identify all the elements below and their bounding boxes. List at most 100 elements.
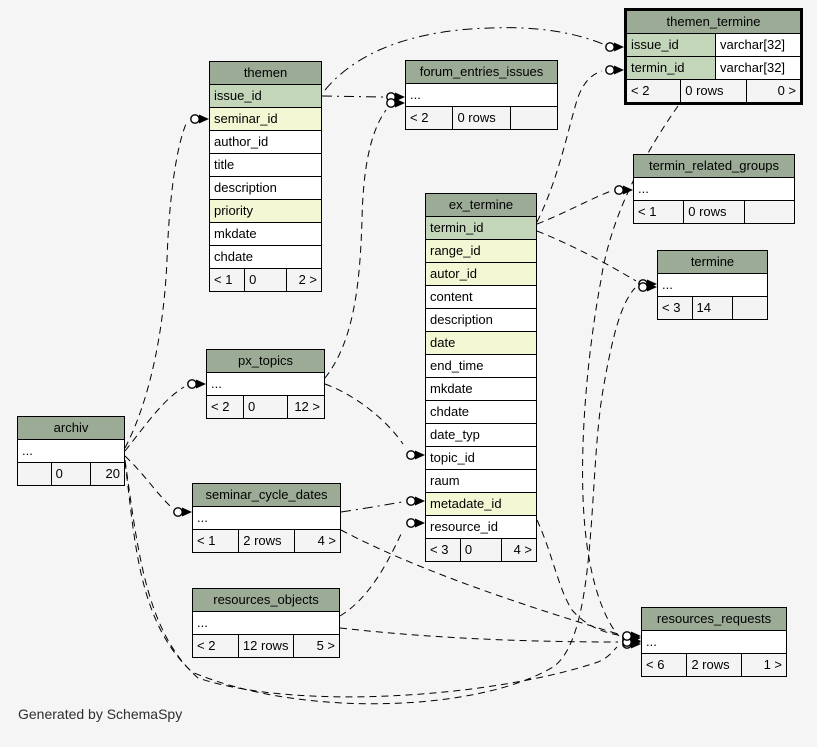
relationship-line <box>124 455 171 507</box>
cardinality-circle-icon <box>406 450 416 460</box>
row-count: 0 rows <box>684 201 745 223</box>
column-row[interactable]: ... <box>642 631 786 654</box>
relationship-line <box>321 95 385 98</box>
column-row[interactable]: ... <box>18 440 124 463</box>
column-name: seminar_id <box>214 111 278 126</box>
column-name: ... <box>410 87 421 102</box>
column-row[interactable]: seminar_id <box>210 108 321 131</box>
column-row[interactable]: ... <box>406 84 557 107</box>
table-name[interactable]: resources_objects <box>193 589 339 612</box>
column-row[interactable]: description <box>210 177 321 200</box>
table-name[interactable]: themen <box>210 62 321 85</box>
table-name[interactable]: resources_requests <box>642 608 786 631</box>
arrowhead-icon <box>614 42 624 52</box>
children-count <box>733 297 767 319</box>
column-row[interactable]: chdate <box>210 246 321 269</box>
column-row[interactable]: ... <box>658 274 767 297</box>
column-row[interactable]: ... <box>207 373 324 396</box>
column-row[interactable]: range_id <box>426 240 536 263</box>
column-name: termin_id <box>631 60 685 75</box>
table-name[interactable]: themen_termine <box>627 11 800 34</box>
row-count: 0 rows <box>244 396 288 418</box>
arrowhead-icon <box>614 65 624 75</box>
arrowhead-icon <box>196 379 206 389</box>
column-name: end_time <box>430 358 484 373</box>
parents-count: < 1 <box>210 269 246 291</box>
arrowhead-icon <box>415 496 425 506</box>
parents-count: < 2 <box>627 80 682 102</box>
parents-count: < 2 <box>207 396 244 418</box>
row-count: 12 rows <box>239 635 295 657</box>
arrowhead-icon <box>647 282 657 292</box>
relationship-line <box>582 105 679 637</box>
column-row[interactable]: termin_id <box>426 217 536 240</box>
column-row[interactable]: ... <box>634 178 794 201</box>
arrowhead-icon <box>395 98 405 108</box>
cardinality-circle-icon <box>386 98 396 108</box>
column-name: chdate <box>214 249 254 264</box>
cardinality-circle-icon <box>187 379 197 389</box>
column-row[interactable]: mkdate <box>210 223 321 246</box>
column-row[interactable]: mkdate <box>426 378 536 401</box>
cardinality-circle-icon <box>173 507 183 517</box>
column-row[interactable]: end_time <box>426 355 536 378</box>
column-row[interactable]: priority <box>210 200 321 223</box>
column-name: description <box>430 312 493 327</box>
column-name: metadate_id <box>430 496 502 511</box>
relationship-line <box>536 230 637 282</box>
column-name: date_typ <box>430 427 480 442</box>
relationship-line <box>339 531 403 617</box>
table-name[interactable]: archiv <box>18 417 124 440</box>
table-name[interactable]: ex_termine <box>426 194 536 217</box>
column-row[interactable]: metadate_id <box>426 493 536 516</box>
column-row[interactable]: termin_id varchar[32] <box>627 57 800 80</box>
column-row[interactable]: issue_id <box>210 85 321 108</box>
relationship-line <box>324 383 404 445</box>
cardinality-circle-icon <box>406 518 416 528</box>
parents-count <box>18 463 52 485</box>
column-row[interactable]: description <box>426 309 536 332</box>
cardinality-circle-icon <box>605 42 615 52</box>
column-name: autor_id <box>430 266 477 281</box>
table-name[interactable]: px_topics <box>207 350 324 373</box>
table-px_topics: px_topics...< 20 rows12 > <box>206 349 325 419</box>
column-type: varchar[32] <box>715 57 800 79</box>
column-row[interactable]: title <box>210 154 321 177</box>
column-row[interactable]: date <box>426 332 536 355</box>
column-row[interactable]: chdate <box>426 401 536 424</box>
column-name: issue_id <box>214 88 262 103</box>
relationship-line <box>536 519 619 636</box>
table-name[interactable]: forum_entries_issues <box>406 61 557 84</box>
arrowhead-icon <box>631 631 641 641</box>
cardinality-circle-icon <box>614 185 624 195</box>
relationship-line <box>340 501 403 513</box>
table-footer: < 20 rows12 > <box>207 396 324 418</box>
column-row[interactable]: date_typ <box>426 424 536 447</box>
table-name[interactable]: seminar_cycle_dates <box>193 484 340 507</box>
column-name: ... <box>638 181 649 196</box>
parents-count: < 1 <box>634 201 685 223</box>
column-row[interactable]: content <box>426 286 536 309</box>
row-count: 14 rows <box>693 297 734 319</box>
column-row[interactable]: topic_id <box>426 447 536 470</box>
column-name: topic_id <box>430 450 475 465</box>
column-row[interactable]: ... <box>193 612 339 635</box>
column-row[interactable]: raum <box>426 470 536 493</box>
column-name: resource_id <box>430 519 498 534</box>
table-name[interactable]: termine <box>658 251 767 274</box>
column-row[interactable]: autor_id <box>426 263 536 286</box>
column-row[interactable]: author_id <box>210 131 321 154</box>
table-name[interactable]: termin_related_groups <box>634 155 794 178</box>
children-count: 20 > <box>105 466 120 481</box>
children-count: 2 > <box>298 272 317 287</box>
column-row[interactable]: ... <box>193 507 340 530</box>
column-row[interactable]: resource_id <box>426 516 536 539</box>
children-count: 4 > <box>513 542 532 557</box>
schemaspy-credit: Generated by SchemaSpy <box>18 706 183 722</box>
table-footer: < 314 rows <box>658 297 767 319</box>
